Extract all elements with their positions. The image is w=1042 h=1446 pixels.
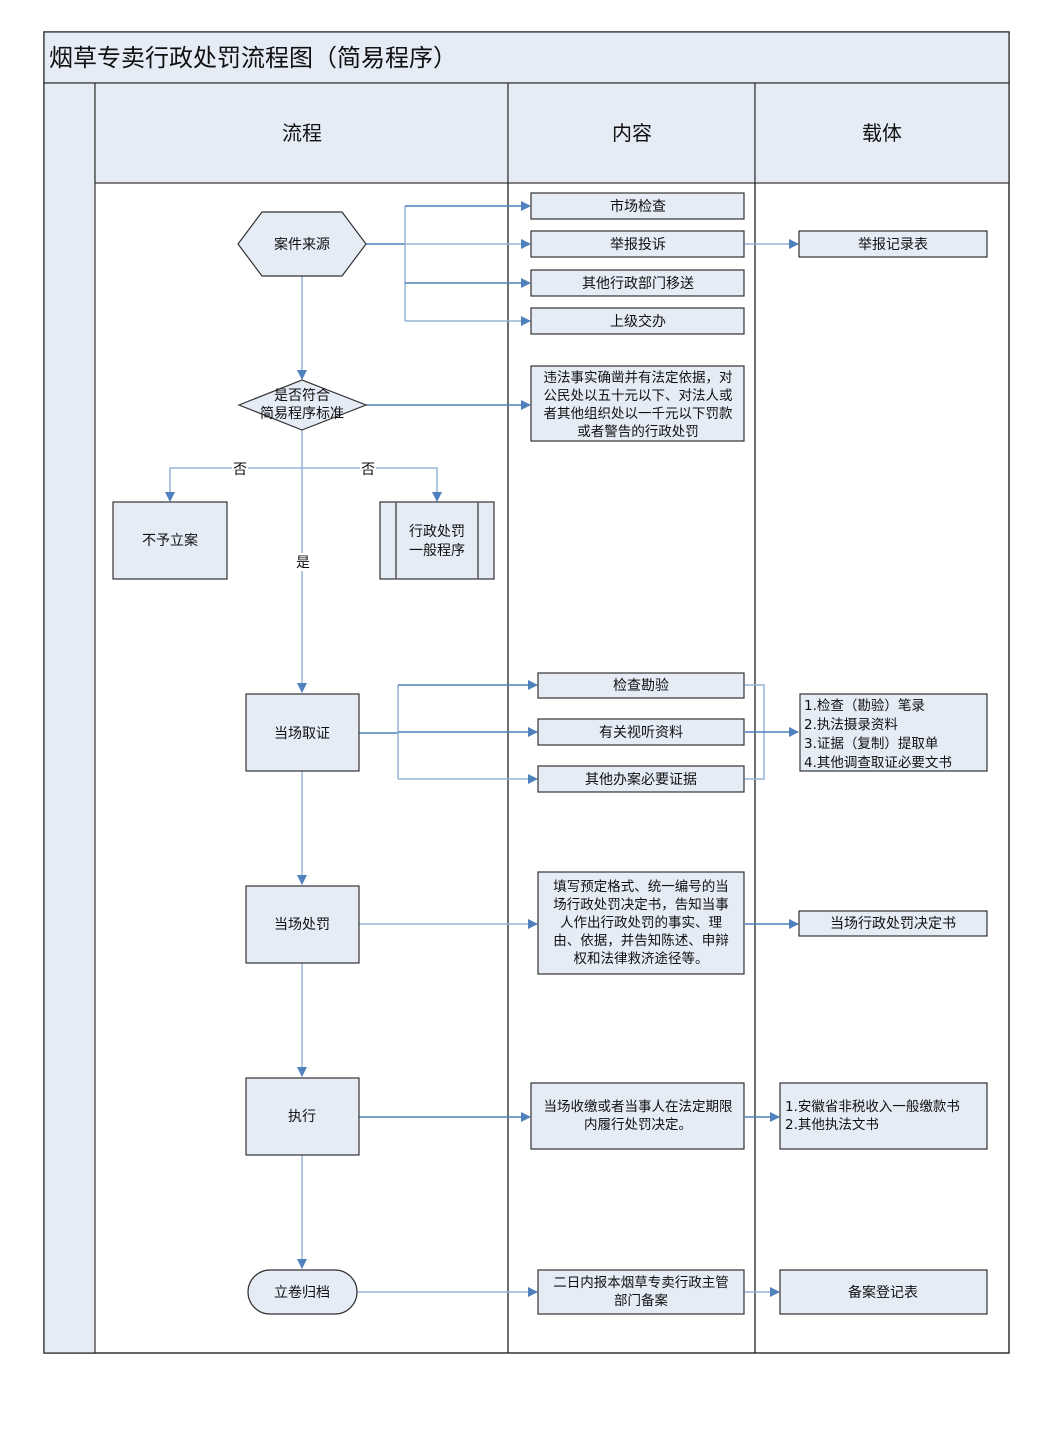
- criteria-box[interactable]: 违法事实确凿并有法定依据，对 公民处以五十元以下、对法人或 者其他组织处以一千元…: [530, 365, 745, 442]
- penalty-doc-box[interactable]: 当场行政处罚决定书: [798, 910, 988, 937]
- execute-desc-line: 当场收缴或者当事人在法定期限: [544, 1099, 733, 1115]
- archive-doc-label: 备案登记表: [848, 1284, 918, 1301]
- no-case-label: 不予立案: [142, 532, 198, 549]
- criteria-line: 者其他组织处以一千元以下罚款: [544, 406, 733, 422]
- archive-node[interactable]: 立卷归档: [247, 1269, 358, 1315]
- decision-label-line1: 是否符合: [274, 388, 330, 404]
- execute-label: 执行: [288, 1109, 316, 1125]
- evidence-item-label: 有关视听资料: [599, 725, 683, 741]
- evidence-doc-line: 3.证据（复制）提取单: [804, 735, 938, 752]
- archive-description[interactable]: 二日内报本烟草专卖行政主管 部门备案: [537, 1269, 745, 1315]
- source-report-complaint[interactable]: 举报投诉: [530, 230, 745, 258]
- evidence-label: 当场取证: [274, 726, 330, 742]
- evidence-doc-line: 1.检查（勘验）笔录: [804, 698, 925, 714]
- case-source-label: 案件来源: [274, 236, 330, 253]
- process-lane: 案件来源 是否符合 简易程序标准 不予立案 行政处罚 一般程序 当场取证 当场处…: [112, 211, 495, 1315]
- criteria-line: 公民处以五十元以下、对法人或: [544, 388, 733, 404]
- penalty-desc-line: 填写预定格式、统一编号的当: [553, 879, 729, 895]
- source-market-check[interactable]: 市场检查: [530, 192, 745, 220]
- outer-border: [43, 31, 1010, 1354]
- penalty-desc-line: 人作出行政处罚的事实、理: [560, 915, 722, 931]
- case-source-node[interactable]: 案件来源: [237, 211, 367, 277]
- evidence-doc-line: 4.其他调查取证必要文书: [804, 755, 952, 771]
- source-label: 其他行政部门移送: [582, 276, 694, 292]
- evidence-item-label: 其他办案必要证据: [585, 771, 697, 788]
- column-header-content: 内容: [612, 121, 652, 145]
- column-header-carrier: 载体: [862, 121, 902, 145]
- connector: [165, 467, 302, 502]
- general-procedure-node[interactable]: 行政处罚 一般程序: [379, 501, 495, 580]
- evidence-doc-line: 2.执法摄录资料: [804, 717, 898, 733]
- penalty-node[interactable]: 当场处罚: [245, 885, 360, 964]
- evidence-inspection[interactable]: 检查勘验: [537, 672, 745, 699]
- source-label: 上级交办: [610, 313, 666, 330]
- execute-desc-line: 内履行处罚决定。: [584, 1117, 692, 1133]
- archive-desc-line: 二日内报本烟草专卖行政主管: [553, 1275, 729, 1291]
- penalty-desc-line: 场行政处罚决定书，告知当事: [553, 896, 729, 913]
- no-label-right: 否: [361, 462, 375, 478]
- no-case-node[interactable]: 不予立案: [112, 501, 228, 580]
- branch-labels: 否 否 是: [232, 460, 376, 571]
- archive-doc-box[interactable]: 备案登记表: [779, 1269, 988, 1315]
- connector: [302, 467, 442, 502]
- penalty-desc-line: 权和法律救济途径等。: [574, 950, 709, 967]
- source-other-department[interactable]: 其他行政部门移送: [530, 269, 745, 297]
- header-content: [507, 82, 756, 184]
- source-superior-assigned[interactable]: 上级交办: [530, 307, 745, 335]
- header-process: [94, 82, 509, 184]
- execute-description[interactable]: 当场收缴或者当事人在法定期限 内履行处罚决定。: [530, 1082, 745, 1150]
- swimlane-frame: 烟草专卖行政处罚流程图（简易程序） 流程 内容 载体: [43, 31, 1010, 1354]
- execute-docs-box[interactable]: 1.安徽省非税收入一般缴款书 2.其他执法文书: [779, 1082, 988, 1150]
- no-label-left: 否: [233, 462, 247, 478]
- content-lane: 市场检查 举报投诉 其他行政部门移送 上级交办 违法事实确凿并有法定依据，对 公…: [530, 192, 745, 1315]
- archive-label: 立卷归档: [274, 1284, 330, 1301]
- yes-label: 是: [296, 555, 310, 571]
- left-lane-strip: [43, 82, 96, 1354]
- criteria-line: 或者警告的行政处罚: [577, 424, 699, 440]
- evidence-item-label: 检查勘验: [613, 678, 669, 694]
- criteria-line: 违法事实确凿并有法定依据，对: [544, 370, 733, 386]
- execute-node[interactable]: 执行: [245, 1077, 360, 1156]
- source-label: 举报投诉: [610, 237, 666, 253]
- general-procedure-line2: 一般程序: [409, 543, 465, 559]
- penalty-description[interactable]: 填写预定格式、统一编号的当 场行政处罚决定书，告知当事 人作出行政处罚的事实、理…: [537, 871, 745, 975]
- decision-label-line2: 简易程序标准: [260, 405, 344, 422]
- report-form-box[interactable]: 举报记录表: [798, 230, 988, 258]
- evidence-other[interactable]: 其他办案必要证据: [537, 765, 745, 793]
- penalty-doc-label: 当场行政处罚决定书: [830, 916, 956, 932]
- penalty-desc-line: 由、依据，并告知陈述、申辩: [553, 932, 729, 949]
- general-procedure-line1: 行政处罚: [409, 524, 465, 540]
- carrier-lane: 举报记录表 1.检查（勘验）笔录 2.执法摄录资料 3.证据（复制）提取单 4.…: [779, 230, 988, 1315]
- header-carrier: [754, 82, 1010, 184]
- archive-desc-line: 部门备案: [614, 1292, 668, 1309]
- execute-doc-line: 2.其他执法文书: [785, 1117, 879, 1133]
- evidence-docs-box[interactable]: 1.检查（勘验）笔录 2.执法摄录资料 3.证据（复制）提取单 4.其他调查取证…: [799, 693, 988, 772]
- execute-doc-line: 1.安徽省非税收入一般缴款书: [785, 1099, 960, 1115]
- page-title: 烟草专卖行政处罚流程图（简易程序）: [49, 44, 457, 72]
- evidence-audiovisual[interactable]: 有关视听资料: [537, 718, 745, 746]
- title-bar: [43, 31, 1010, 84]
- column-header-process: 流程: [282, 121, 322, 145]
- report-form-label: 举报记录表: [858, 237, 928, 253]
- evidence-node[interactable]: 当场取证: [245, 693, 360, 772]
- penalty-label: 当场处罚: [274, 917, 330, 933]
- decision-node[interactable]: 是否符合 简易程序标准: [237, 379, 368, 431]
- source-label: 市场检查: [610, 198, 666, 215]
